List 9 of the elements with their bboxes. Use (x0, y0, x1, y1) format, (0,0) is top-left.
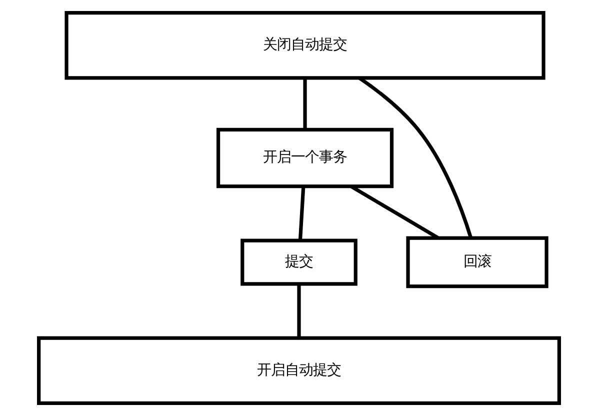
connector (358, 76, 472, 238)
connector (298, 186, 305, 241)
node-box: 提交 (240, 238, 357, 286)
node-box: 关闭自动提交 (64, 11, 545, 80)
connector (302, 78, 306, 130)
connector (296, 284, 300, 338)
node-box: 回滚 (406, 236, 548, 288)
node-box: 开启一个事务 (216, 128, 394, 188)
node-box: 开启自动提交 (36, 336, 560, 405)
